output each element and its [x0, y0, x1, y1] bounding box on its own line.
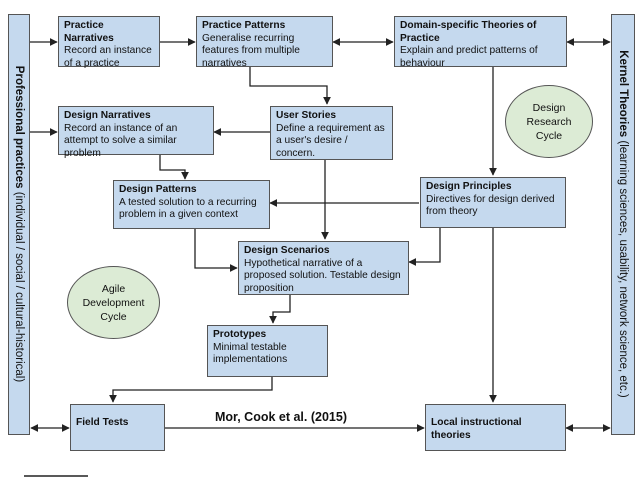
prototypes-desc: Minimal testable implementations [213, 341, 288, 366]
agile-development-cycle-ellipse: Agile Development Cycle [67, 266, 160, 339]
practice-narratives-box: Practice Narratives Record an instance o… [58, 16, 160, 69]
practice-patterns-desc: Generalise recurring features from multi… [202, 32, 300, 69]
design-research-cycle-label: Design Research Cycle [526, 101, 572, 142]
field-tests-title: Field Tests [76, 417, 129, 428]
domain-theories-desc: Explain and predict patterns of behaviou… [400, 45, 538, 69]
domain-theories-title: Domain-specific Theories of Practice [400, 20, 537, 44]
design-principles-desc: Directives for design derived from theor… [426, 193, 555, 218]
practice-narratives-title: Practice Narratives [64, 20, 114, 44]
design-scenarios-title: Design Scenarios [244, 245, 330, 256]
design-scenarios-box: Design Scenarios Hypothetical narrative … [238, 241, 409, 295]
domain-theories-box: Domain-specific Theories of Practice Exp… [394, 16, 567, 69]
design-narratives-desc: Record an instance of an attempt to solv… [64, 122, 178, 159]
design-patterns-title: Design Patterns [119, 184, 197, 195]
design-patterns-box: Design Patterns A tested solution to a r… [113, 180, 270, 229]
design-narratives-box: Design Narratives Record an instance of … [58, 106, 214, 159]
user-stories-desc: Define a requirement as a user's desire … [276, 122, 385, 159]
practice-patterns-title: Practice Patterns [202, 20, 286, 31]
local-theories-box: Local instructional theories [425, 404, 566, 451]
design-scenarios-desc: Hypothetical narrative of a proposed sol… [244, 257, 401, 294]
user-stories-box: User Stories Define a requirement as a u… [270, 106, 393, 160]
design-patterns-desc: A tested solution to a recurring problem… [119, 196, 257, 221]
design-narratives-title: Design Narratives [64, 110, 151, 121]
prototypes-title: Prototypes [213, 329, 267, 340]
practice-patterns-box: Practice Patterns Generalise recurring f… [196, 16, 333, 69]
local-theories-title: Local instructional theories [431, 417, 522, 441]
practice-narratives-desc: Record an instance of a practice [64, 45, 152, 69]
professional-practices-bar [8, 14, 30, 435]
kernel-theories-bar [611, 14, 635, 435]
citation: Mor, Cook et al. (2015) [215, 410, 347, 424]
prototypes-box: Prototypes Minimal testable implementati… [207, 325, 328, 377]
field-tests-box: Field Tests [70, 404, 165, 451]
user-stories-title: User Stories [276, 110, 337, 121]
design-principles-box: Design Principles Directives for design … [420, 177, 566, 228]
design-principles-title: Design Principles [426, 181, 512, 192]
design-research-cycle-ellipse: Design Research Cycle [505, 85, 593, 158]
agile-development-cycle-label: Agile Development Cycle [82, 282, 145, 323]
